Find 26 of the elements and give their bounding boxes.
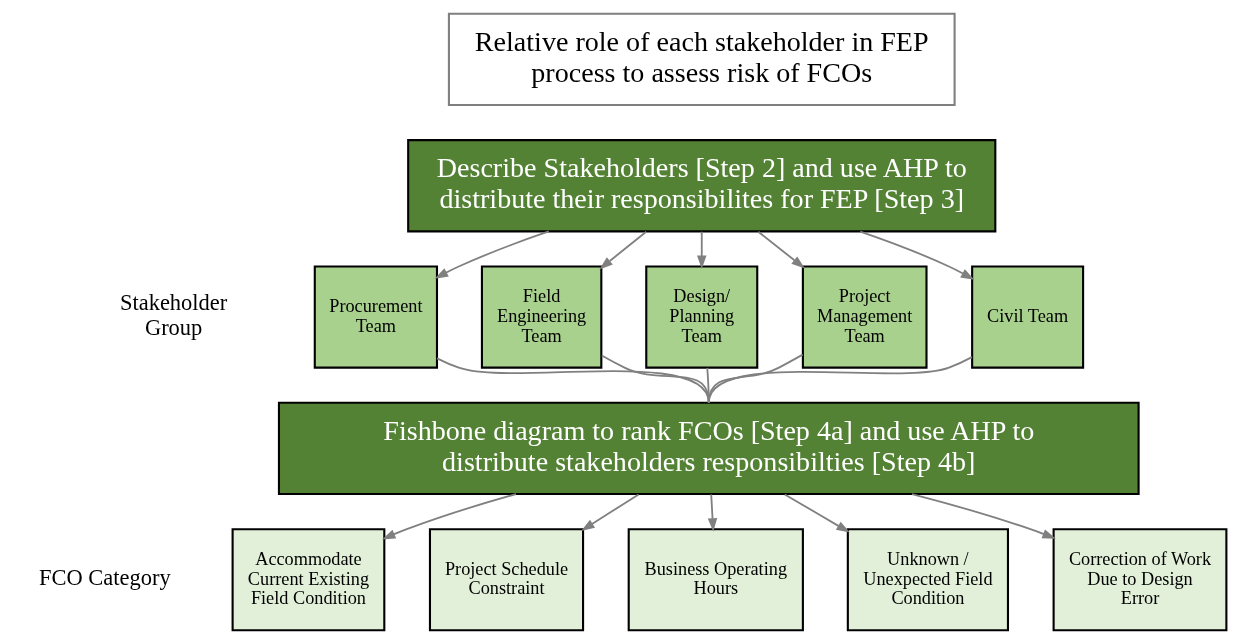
node-box: Relative role of each stakeholder in FEP process to assess risk of FCOs (447, 12, 956, 107)
arrow (707, 493, 718, 532)
node-box: Correction of Work Due to Design Error (1052, 528, 1228, 632)
node-box: Procurement Team (313, 265, 439, 369)
node-box: Fishbone diagram to rank FCOs [Step 4a] and use AHP to distribute stakeholders responsibilties [Step 4b] (277, 401, 1140, 496)
arrow (434, 230, 550, 279)
node-box: Unknown / Unexpected Field Condition (846, 528, 1009, 632)
node-box: Project Schedule Constraint (428, 528, 585, 632)
arrow (599, 230, 648, 270)
node-box: Civil Team (971, 265, 1085, 369)
label: Stakeholder Group (119, 289, 228, 341)
node-box: Design/ Planning Team (645, 265, 759, 369)
arrow (911, 493, 1056, 539)
arrow (697, 230, 707, 270)
arrow (859, 230, 975, 280)
arrow (757, 230, 805, 269)
arrow (382, 493, 517, 540)
node-box: Accommodate Current Existing Field Condition (231, 528, 386, 632)
node-box: Describe Stakeholders [Step 2] and use AHP to distribute their responsibilites for FEP [Step 3] (407, 139, 997, 233)
label: FCO Category (38, 565, 171, 591)
node-box: Field Engineering Team (480, 265, 603, 369)
arrow (581, 493, 640, 531)
node-box: Project Management Team (801, 265, 928, 369)
node-box: Business Operating Hours (627, 528, 804, 632)
connector (707, 356, 973, 404)
arrow (783, 493, 850, 533)
